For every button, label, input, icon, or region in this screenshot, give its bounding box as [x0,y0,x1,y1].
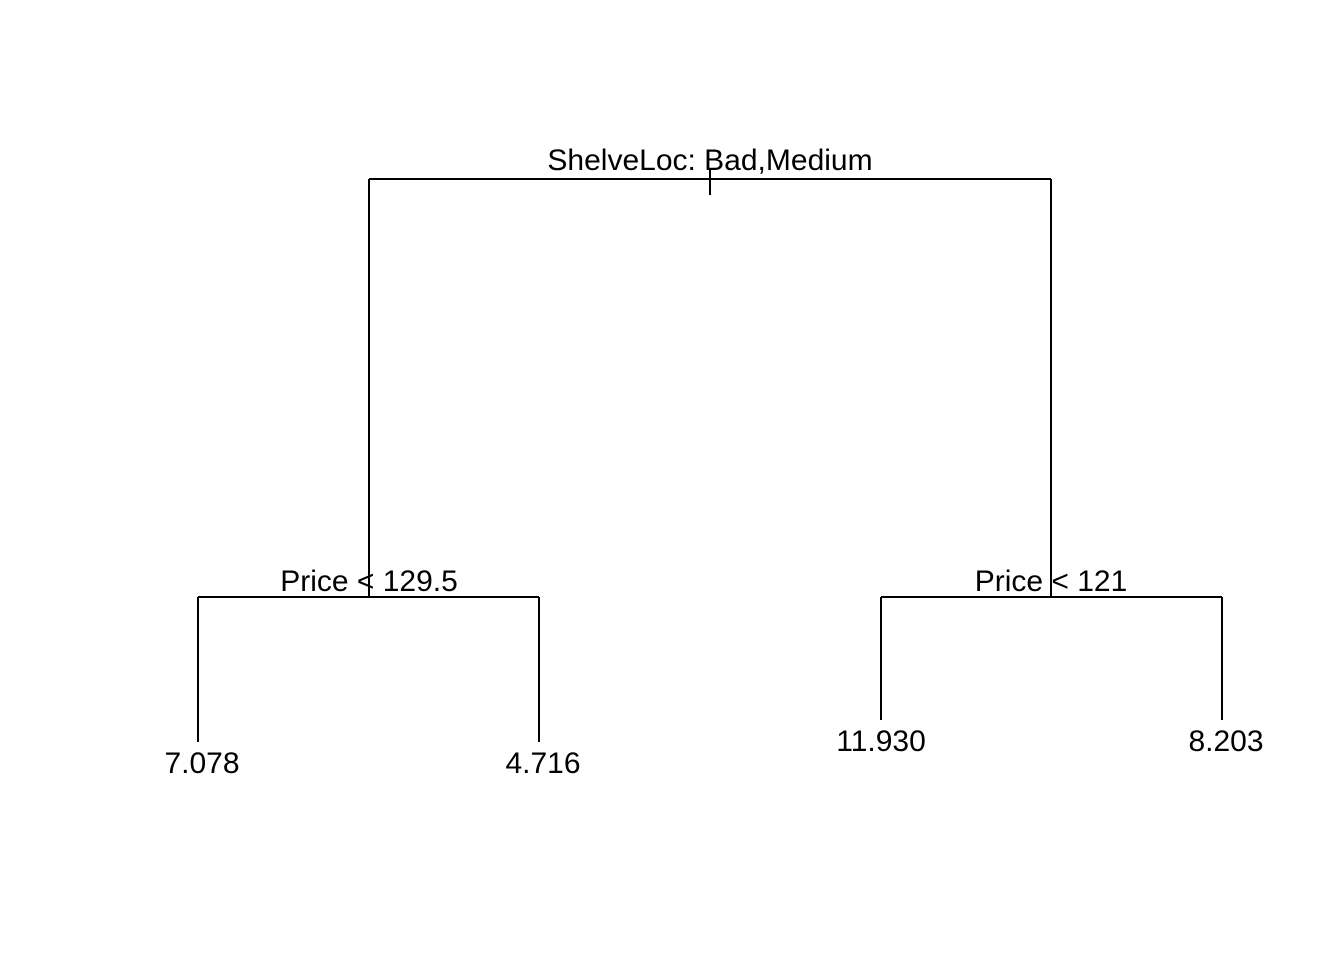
left-split-label: Price < 129.5 [280,565,458,598]
right-split-label: Price < 121 [975,565,1128,598]
leaf-value: 11.930 [836,725,926,758]
root-split-label: ShelveLoc: Bad,Medium [547,144,872,177]
leaf-value: 8.203 [1188,725,1263,758]
leaf-value: 7.078 [164,747,239,780]
leaf-value: 4.716 [505,747,580,780]
